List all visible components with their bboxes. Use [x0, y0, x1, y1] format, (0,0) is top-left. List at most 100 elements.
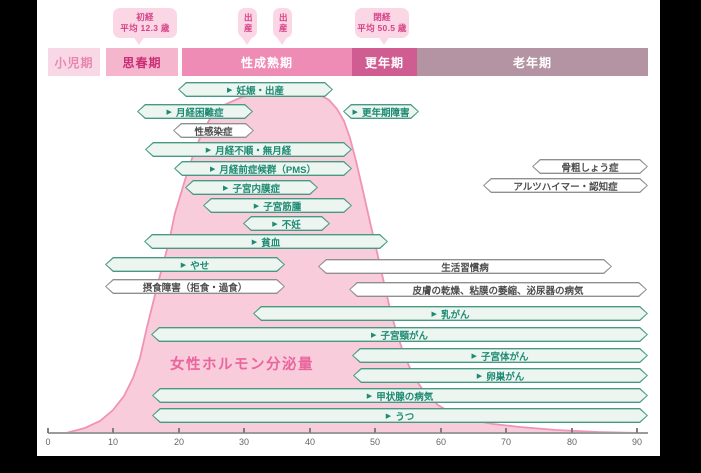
- condition-box-endometrial-cancer: ▶子宮体がん: [352, 348, 648, 363]
- event-bubble-menopause: 閉経 平均 50.5 歳: [355, 8, 409, 38]
- axis-tick: [309, 428, 311, 433]
- axis-tick-label: 30: [238, 437, 249, 447]
- condition-box-breast-cancer: ▶乳がん: [253, 306, 648, 321]
- condition-box-thyroid-disease: ▶甲状腺の病気: [152, 388, 648, 403]
- condition-label: 子宮内膜症: [232, 183, 280, 195]
- triangle-bullet-icon: ▶: [223, 184, 229, 192]
- triangle-bullet-icon: ▶: [227, 86, 233, 94]
- triangle-bullet-icon: ▶: [352, 108, 358, 116]
- axis-tick-label: 90: [631, 437, 642, 447]
- condition-box-dysmenorrhea: ▶月経困難症: [137, 104, 253, 119]
- condition-label: 摂食障害（拒食・過食）: [142, 282, 248, 294]
- axis-tick: [178, 428, 180, 433]
- triangle-bullet-icon: ▶: [366, 392, 373, 400]
- condition-label: 生活習慣病: [441, 262, 489, 274]
- triangle-bullet-icon: ▶: [251, 238, 258, 246]
- triangle-bullet-icon: ▶: [272, 220, 278, 228]
- condition-box-cervical-cancer: ▶子宮頸がん: [151, 327, 648, 342]
- bubble-tail-icon: [276, 36, 288, 45]
- condition-label: 妊娠・出産: [236, 85, 284, 97]
- hormone-curve-label: 女性ホルモン分泌量: [170, 357, 314, 373]
- condition-label: アルツハイマー・認知症: [513, 181, 618, 193]
- axis-tick: [243, 428, 245, 433]
- condition-box-alzheimer-dementia: アルツハイマー・認知症: [483, 178, 648, 193]
- condition-label: 卵巣がん: [486, 371, 525, 383]
- condition-box-sti: 性感染症: [173, 123, 254, 138]
- axis-tick-label: 80: [566, 437, 577, 447]
- condition-label: 甲状腺の病気: [376, 391, 434, 403]
- condition-label: 性感染症: [194, 126, 233, 138]
- axis-tick: [505, 428, 507, 433]
- condition-box-pms: ▶月経前症候群（PMS）: [174, 161, 352, 176]
- condition-label: うつ: [395, 411, 415, 423]
- axis-tick: [571, 428, 573, 433]
- condition-box-thinness: ▶やせ: [105, 257, 285, 272]
- condition-box-depression: ▶うつ: [152, 408, 648, 423]
- event-label-line1: 初経: [136, 11, 154, 22]
- condition-box-anemia: ▶貧血: [144, 234, 388, 249]
- condition-box-ovarian-cancer: ▶卵巣がん: [353, 368, 648, 383]
- condition-box-skin-mucosa-urinary: 皮膚の乾燥、粘膜の萎縮、泌尿器の病気: [349, 282, 647, 297]
- triangle-bullet-icon: ▶: [431, 310, 437, 318]
- condition-label: 月経不順・無月経: [215, 145, 292, 157]
- triangle-bullet-icon: ▶: [205, 146, 212, 154]
- condition-label: 更年期障害: [361, 107, 410, 119]
- bubble-tail-icon: [241, 36, 253, 45]
- stage-band-senior: 老年期: [417, 48, 648, 76]
- axis-tick-label: 20: [173, 437, 184, 447]
- triangle-bullet-icon: ▶: [253, 202, 260, 210]
- condition-label: 皮膚の乾燥、粘膜の萎縮、泌尿器の病気: [412, 285, 584, 297]
- condition-box-infertility: ▶不妊: [243, 216, 330, 231]
- triangle-bullet-icon: ▶: [210, 165, 216, 173]
- event-bubble-childbirth-1: 出産: [238, 8, 257, 38]
- triangle-bullet-icon: ▶: [166, 108, 172, 116]
- event-label-line2: 平均 50.5 歳: [357, 23, 407, 33]
- condition-label: 不妊: [281, 219, 301, 231]
- axis-tick: [47, 428, 49, 433]
- condition-label: 子宮筋腫: [263, 201, 302, 213]
- axis-tick: [440, 428, 442, 433]
- axis-tick: [374, 428, 376, 433]
- event-bubble-menarche: 初経 平均 12.3 歳: [113, 8, 177, 38]
- condition-box-pregnancy-childbirth: ▶妊娠・出産: [178, 82, 333, 97]
- axis-tick: [112, 428, 114, 433]
- condition-box-menstrual-irregularity: ▶月経不順・無月経: [145, 142, 352, 157]
- triangle-bullet-icon: ▶: [371, 331, 377, 339]
- axis-tick-label: 70: [500, 437, 511, 447]
- axis-tick-label: 0: [45, 437, 51, 447]
- condition-label: 骨粗しょう症: [561, 162, 619, 174]
- condition-box-endometriosis: ▶子宮内膜症: [185, 180, 318, 195]
- stage-band-maturity: 性成熟期: [182, 48, 352, 76]
- x-axis: [48, 432, 648, 434]
- stage-band-puberty: 思春期: [106, 48, 178, 76]
- axis-tick-label: 10: [107, 437, 118, 447]
- event-label: 出産: [278, 12, 289, 34]
- event-label: 出産: [243, 12, 254, 34]
- stage-band-menopause: 更年期: [352, 48, 417, 76]
- condition-label: 月経困難症: [175, 107, 224, 119]
- condition-label: 月経前症候群（PMS）: [219, 164, 316, 176]
- axis-tick-label: 50: [369, 437, 380, 447]
- condition-box-uterine-fibroids: ▶子宮筋腫: [203, 198, 352, 213]
- axis-tick-label: 40: [304, 437, 315, 447]
- triangle-bullet-icon: ▶: [385, 412, 392, 420]
- condition-label: 貧血: [261, 237, 281, 249]
- axis-tick: [636, 428, 638, 433]
- condition-label: 乳がん: [440, 309, 470, 321]
- condition-label: やせ: [190, 260, 210, 272]
- triangle-bullet-icon: ▶: [476, 372, 483, 380]
- condition-label: 子宮体がん: [480, 351, 529, 363]
- condition-box-osteoporosis: 骨粗しょう症: [532, 159, 648, 174]
- condition-box-menopausal-disorder: ▶更年期障害: [343, 104, 419, 119]
- axis-tick-label: 60: [435, 437, 446, 447]
- condition-box-lifestyle-disease: 生活習慣病: [318, 259, 612, 274]
- event-bubble-childbirth-2: 出産: [273, 8, 292, 38]
- bubble-tail-icon: [378, 36, 390, 45]
- event-label-line2: 平均 12.3 歳: [120, 23, 170, 33]
- bubble-tail-icon: [133, 36, 145, 45]
- triangle-bullet-icon: ▶: [180, 261, 187, 269]
- event-label-line1: 閉経: [373, 11, 391, 22]
- condition-box-eating-disorder: 摂食障害（拒食・過食）: [105, 279, 285, 294]
- condition-label: 子宮頸がん: [380, 330, 428, 342]
